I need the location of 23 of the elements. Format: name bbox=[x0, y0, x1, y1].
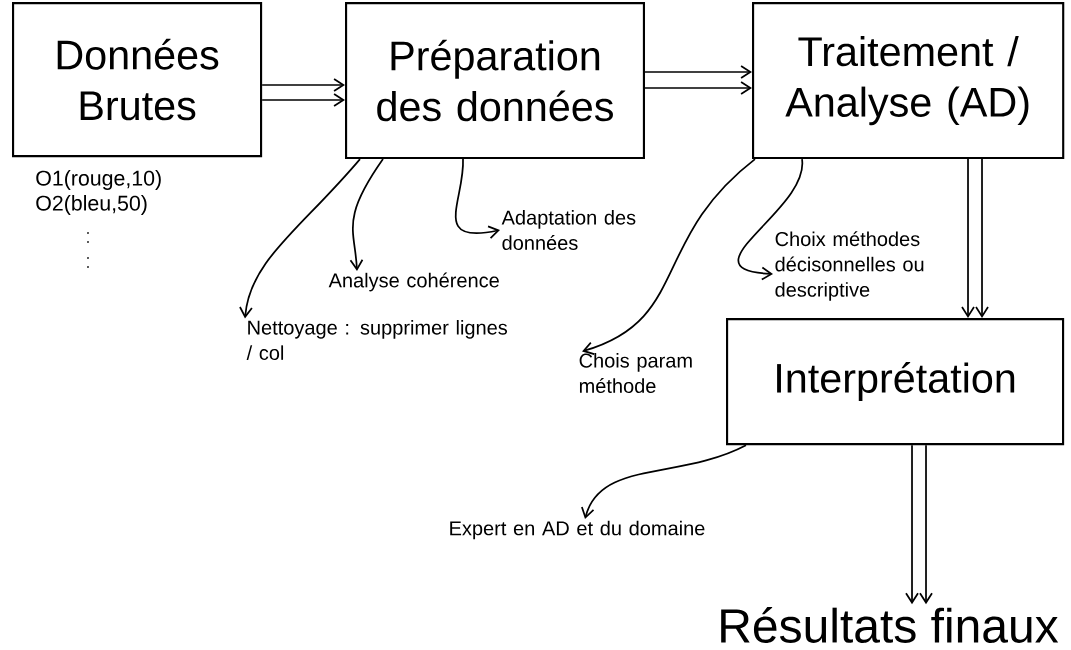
double-arrow bbox=[644, 65, 752, 95]
arrow bbox=[737, 158, 803, 281]
process-box: Préparation des données bbox=[345, 2, 645, 160]
arrow bbox=[582, 158, 756, 355]
arrow bbox=[349, 158, 384, 271]
annotation-text: Chois param méthode bbox=[579, 353, 692, 393]
arrow bbox=[454, 158, 500, 240]
annotation-text: Choix méthodes décisonnelles ou descriptive bbox=[775, 231, 924, 301]
result-text: Résultats finaux bbox=[721, 607, 1059, 643]
annotation-text: Analyse cohérence bbox=[328, 272, 499, 292]
process-box: Données Brutes bbox=[12, 2, 263, 158]
process-box: Interprétation bbox=[726, 318, 1065, 446]
double-arrow bbox=[961, 158, 989, 318]
process-box: Traitement / Analyse (AD) bbox=[752, 2, 1065, 160]
double-arrow bbox=[261, 78, 345, 107]
annotation-text: Nettoyage : supprimer lignes / col bbox=[246, 320, 508, 360]
double-arrow bbox=[905, 444, 933, 605]
arrow bbox=[239, 158, 361, 319]
arrow bbox=[581, 444, 747, 520]
data-row-text: O1(rouge,10) bbox=[36, 170, 161, 190]
annotation-text: Expert en AD et du domaine bbox=[450, 520, 705, 540]
data-row-text: O2(bleu,50) bbox=[36, 195, 147, 215]
annotation-text: Adaptation des données bbox=[501, 210, 636, 250]
